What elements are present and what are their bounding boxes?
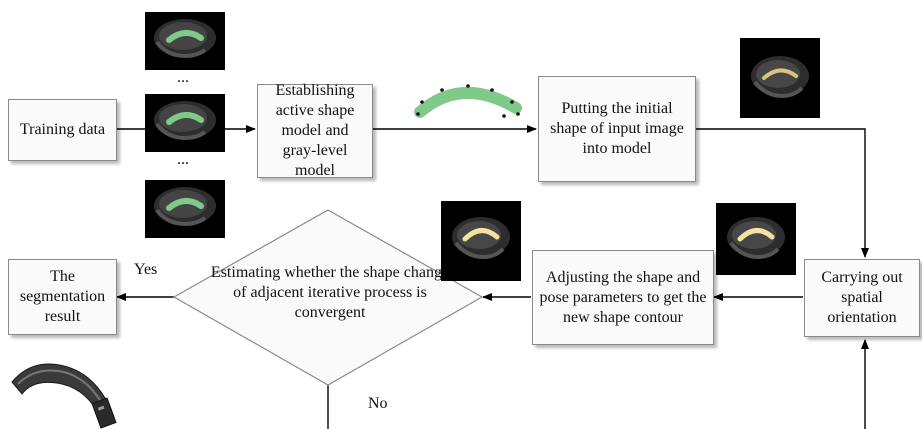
mri-input-image (740, 38, 820, 118)
result-box: The segmentation result (8, 259, 117, 335)
adjusting-box: Adjusting the shape and pose parameters … (532, 250, 714, 345)
mri-training-image-1 (145, 12, 225, 70)
establishing-text: Establishing active shape model and gray… (275, 82, 355, 179)
no-label: No (368, 395, 388, 412)
yes-label: Yes (134, 261, 158, 278)
putting-shape-text: Putting the initial shape of input image… (550, 100, 684, 157)
mri-iteration-image-1 (441, 201, 521, 281)
shape-contour-model (414, 84, 522, 118)
ellipsis-top: ... (177, 69, 189, 86)
mri-iteration-image-2 (716, 203, 796, 275)
mri-training-image-2 (145, 94, 225, 152)
3d-model-render (11, 363, 117, 429)
ellipsis-bottom: ... (177, 151, 189, 168)
estimating-text: Estimating whether the shape change of a… (210, 264, 450, 321)
carrying-out-text: Carrying out spatial orientation (821, 269, 903, 326)
establishing-box: Establishing active shape model and gray… (257, 82, 373, 179)
result-text: The segmentation result (19, 268, 106, 325)
training-data-text: Training data (19, 121, 106, 138)
decision-diamond (172, 209, 484, 386)
putting-shape-box: Putting the initial shape of input image… (538, 76, 696, 182)
adjusting-text: Adjusting the shape and pose parameters … (539, 268, 707, 326)
mri-training-image-3 (145, 180, 225, 238)
arrow-putting-to-carrying (696, 128, 869, 258)
carrying-out-box: Carrying out spatial orientation (804, 259, 920, 337)
training-data-box: Training data (8, 99, 117, 161)
